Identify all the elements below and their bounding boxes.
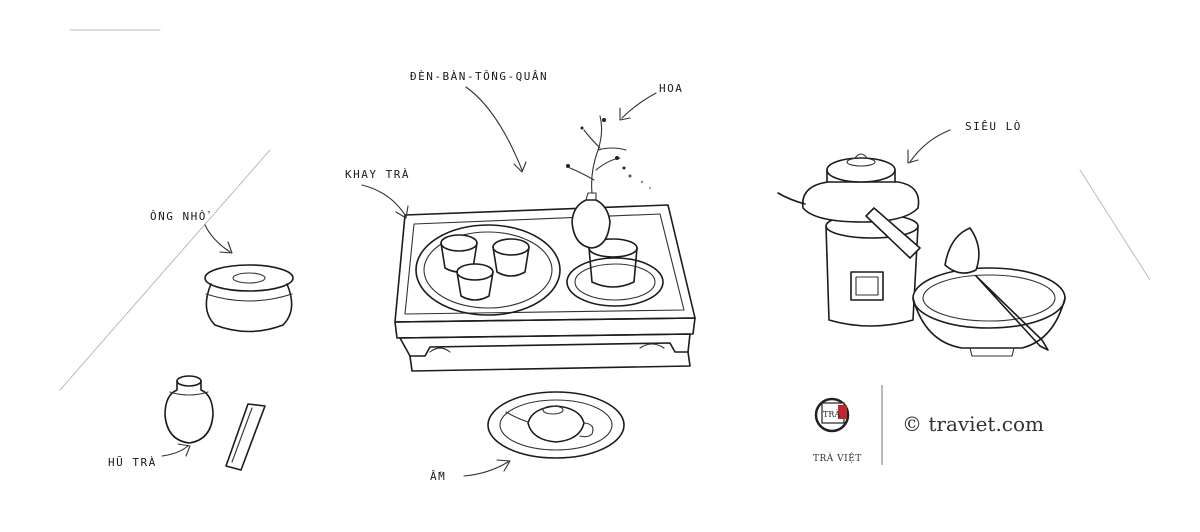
label-flower: HOA [659, 82, 683, 95]
label-tea-tray: KHAY TRÀ [345, 168, 410, 181]
teapot-on-plate [487, 391, 625, 459]
brand-logo: TRÀ TRÀ VIỆT [813, 397, 862, 464]
tea-cup [456, 263, 494, 301]
water-bowl [912, 227, 1066, 357]
arrow-teapot [463, 459, 511, 477]
arrow-lamp [465, 86, 527, 173]
label-tea-jar: HŨ TRÀ [108, 456, 157, 469]
background-guides [59, 29, 1151, 391]
lamp-cup-on-saucer [566, 238, 664, 307]
kettle-on-stove [777, 153, 921, 327]
label-spittoon: ỐNG NHỔ [150, 210, 210, 223]
brand-seal [838, 405, 847, 419]
tea-jar [164, 375, 214, 444]
tea-cup [492, 238, 530, 277]
arrow-flower [619, 92, 657, 121]
arrow-jar [161, 443, 191, 457]
arrow-spittoon [204, 224, 233, 254]
copyright-text: © traviet.com [902, 412, 1044, 436]
brand-name: TRÀ VIỆT [813, 452, 862, 464]
arrow-tray [361, 184, 409, 219]
round-cup-tray [415, 224, 561, 316]
tea-scoop [225, 403, 266, 471]
label-teapot: ẤM [430, 470, 446, 483]
arrows [161, 86, 951, 477]
label-lamp: ĐÈN-BÀN-TỐNG-QUÂN [410, 70, 548, 83]
arrow-stove [907, 129, 951, 164]
spittoon [204, 264, 294, 333]
flower-vase [566, 115, 652, 249]
label-kettle-stove: SIÊU LÒ [965, 120, 1022, 133]
seal-text: TRÀ [823, 410, 840, 419]
